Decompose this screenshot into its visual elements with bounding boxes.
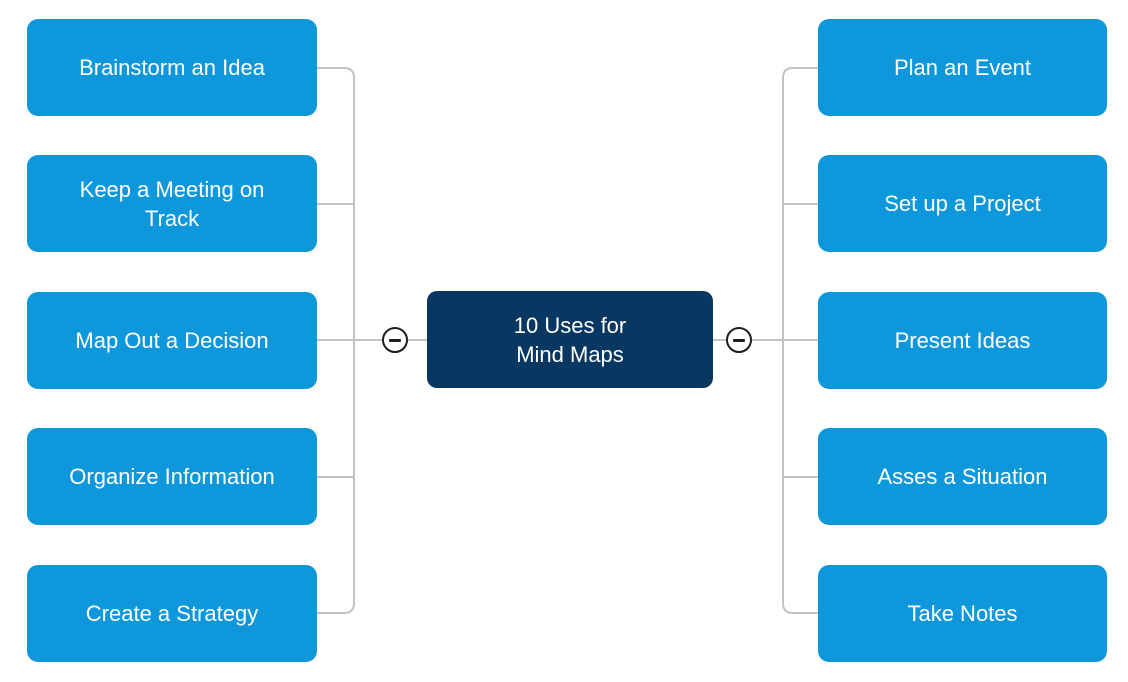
minus-icon [389,338,401,342]
branch-node-strategy[interactable]: Create a Strategy [27,565,317,662]
node-label: Brainstorm an Idea [79,55,265,80]
collapse-left-branch-button[interactable] [382,327,408,353]
node-label: Map Out a Decision [75,328,269,353]
branch-node-decision[interactable]: Map Out a Decision [27,292,317,389]
node-label: Take Notes [907,601,1018,626]
node-label: Asses a Situation [877,464,1048,489]
minus-icon [733,338,745,342]
branch-node-project[interactable]: Set up a Project [818,155,1107,252]
branch-node-meeting[interactable]: Keep a Meeting on Track [27,155,317,252]
branch-node-organize[interactable]: Organize Information [27,428,317,525]
collapse-right-branch-button[interactable] [726,327,752,353]
node-label: Set up a Project [884,191,1041,216]
branch-node-plan-event[interactable]: Plan an Event [818,19,1107,116]
node-label: Organize Information [69,464,275,489]
central-topic-node[interactable]: 10 Uses for Mind Maps [427,291,713,388]
node-label: Plan an Event [894,55,1031,80]
branch-node-brainstorm[interactable]: Brainstorm an Idea [27,19,317,116]
node-label: Create a Strategy [85,601,259,626]
node-label: Present Ideas [894,328,1031,353]
branch-node-assess[interactable]: Asses a Situation [818,428,1107,525]
branch-node-notes[interactable]: Take Notes [818,565,1107,662]
node-label: Keep a Meeting on Track [79,176,265,231]
central-topic-label: 10 Uses for Mind Maps [513,312,627,367]
branch-node-present[interactable]: Present Ideas [818,292,1107,389]
